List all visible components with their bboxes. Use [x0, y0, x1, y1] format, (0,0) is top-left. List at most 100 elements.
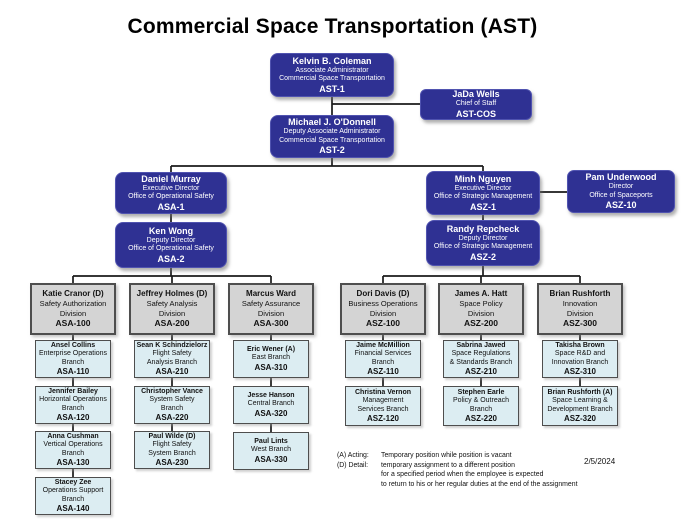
person-name: Takisha Brown — [555, 342, 605, 349]
division-name-2: Division — [467, 308, 495, 318]
org-box-asz-200: James A. Hatt Space Policy Division ASZ-… — [438, 283, 524, 335]
org-code: ASZ-220 — [464, 414, 497, 423]
branch-name-2: Analysis Branch — [146, 358, 198, 366]
branch-name: Space Learning & — [552, 397, 608, 404]
person-name: Eric Wener (A) — [246, 346, 296, 354]
person-name: Jesse Hanson — [247, 392, 295, 400]
org-code: ASZ-110 — [367, 367, 399, 376]
person-org: Office of Strategic Management — [433, 193, 533, 200]
org-box-asa-220: Christopher Vance System Safety Branch A… — [134, 386, 210, 424]
branch-name-2: Branch — [160, 404, 184, 412]
person-org: Office of Spaceports — [589, 191, 653, 199]
org-code: ASA-320 — [254, 408, 288, 418]
branch-name: Horizontal Operations — [39, 396, 107, 403]
page-title: Commercial Space Transportation (AST) — [127, 15, 538, 38]
branch-name: Flight Safety — [152, 350, 192, 357]
org-code: ASA-330 — [254, 454, 288, 464]
org-code: ASA-200 — [154, 318, 190, 329]
org-box-asz-100: Dori Davis (D) Business Operations Divis… — [340, 283, 426, 335]
person-name: Stacey Zee — [54, 479, 92, 486]
legend-detail-text-2: for a specified period when the employee… — [381, 471, 544, 479]
legend-detail-label: (D) Detail: — [337, 461, 369, 469]
org-box-ast-2: Michael J. O'Donnell Deputy Associate Ad… — [270, 115, 394, 158]
legend: (A) Acting: Temporary position while pos… — [337, 451, 578, 489]
org-box-asa-140: Stacey Zee Operations Support Branch ASA… — [35, 477, 111, 515]
org-code: AST-1 — [319, 83, 345, 94]
org-code: ASZ-210 — [464, 367, 497, 376]
division-name: Innovation — [562, 299, 598, 309]
org-box-ast-cos: JaDa Wells Chief of Staff AST-COS — [420, 89, 532, 120]
branch-name: Central Branch — [247, 400, 295, 408]
person-org: Office of Strategic Management — [433, 243, 533, 250]
division-name: Safety Authorization — [39, 299, 107, 309]
legend-acting-text: Temporary position while position is vac… — [381, 452, 512, 459]
org-code: AST-2 — [319, 145, 345, 155]
branch-name: Space R&D and — [554, 350, 606, 357]
person-name: Michael J. O'Donnell — [288, 117, 376, 127]
legend-detail-text-3: to return to his or her regular duties a… — [381, 480, 578, 488]
person-org: Commercial Space Transportation — [279, 136, 385, 144]
person-name: Brian Rushforth — [549, 288, 611, 298]
org-code: ASZ-200 — [463, 318, 498, 329]
person-title: Associate Administrator — [295, 66, 369, 74]
division-name: Safety Analysis — [146, 299, 198, 309]
org-box-asz-2: Randy Repcheck Deputy Director Office of… — [426, 220, 540, 266]
person-name: Paul Wilde (D) — [148, 433, 196, 440]
chart-date: 2/5/2024 — [584, 457, 616, 466]
branch-name: System Safety — [149, 396, 195, 403]
branch-name: Flight Safety — [152, 441, 192, 448]
person-name: Paul Lints — [254, 438, 288, 446]
branch-name: Space Regulations — [451, 350, 511, 357]
org-box-asz-10: Pam Underwood Director Office of Spacepo… — [567, 170, 675, 213]
org-box-asa-230: Paul Wilde (D) Flight Safety System Bran… — [134, 431, 210, 469]
org-box-asz-220: Stephen Earle Policy & Outreach Branch A… — [443, 386, 519, 426]
org-box-asa-100: Katie Cranor (D) Safety Authorization Di… — [30, 283, 116, 335]
org-box-asa-330: Paul Lints West Branch ASA-330 — [233, 432, 309, 470]
person-name: James A. Hatt — [454, 288, 508, 298]
division-name-2: Division — [257, 308, 285, 318]
branch-name-2: Innovation Branch — [551, 358, 609, 366]
org-code: ASA-2 — [157, 253, 185, 264]
division-name: Safety Assurance — [241, 299, 301, 309]
branch-name: Financial Services — [354, 350, 412, 357]
branch-name: Policy & Outreach — [452, 397, 510, 404]
person-name: Daniel Murray — [141, 173, 201, 184]
person-name: Christina Vernon — [354, 389, 411, 396]
person-name: Ansel Collins — [50, 342, 96, 349]
branch-name: Operations Support — [42, 487, 104, 494]
branch-name-2: Development Branch — [547, 405, 613, 413]
person-title: Deputy Director — [146, 236, 196, 244]
org-box-asz-1: Minh Nguyen Executive Director Office of… — [426, 171, 540, 215]
org-code: ASA-300 — [253, 318, 289, 329]
org-code: ASA-210 — [155, 367, 189, 376]
person-name: Brian Rushforth (A) — [547, 389, 613, 396]
legend-detail-text-1: temporary assignment to a different posi… — [381, 461, 515, 469]
branch-name-2: Branch — [371, 358, 395, 366]
org-box-asa-120: Jennifer Bailey Horizontal Operations Br… — [35, 386, 111, 424]
org-code: ASA-130 — [56, 458, 90, 467]
division-name: Business Operations — [348, 299, 418, 309]
division-name-2: Division — [158, 308, 186, 318]
person-name: JaDa Wells — [452, 89, 500, 100]
person-name: Anna Cushman — [47, 433, 99, 440]
person-name: Marcus Ward — [246, 288, 296, 298]
org-box-asa-1: Daniel Murray Executive Director Office … — [115, 172, 227, 214]
org-code: ASA-100 — [55, 318, 91, 329]
person-title: Deputy Associate Administrator — [283, 128, 381, 135]
org-code: ASZ-10 — [605, 200, 637, 210]
person-org: Office of Operational Safety — [128, 193, 214, 200]
branch-name: West Branch — [251, 446, 291, 454]
org-code: ASZ-320 — [563, 414, 596, 423]
org-code: AST-COS — [455, 108, 496, 119]
org-code: ASZ-2 — [469, 251, 496, 262]
org-box-asz-320: Brian Rushforth (A) Space Learning & Dev… — [542, 386, 618, 426]
branch-name-2: Branch — [61, 495, 85, 503]
org-box-asa-200: Jeffrey Holmes (D) Safety Analysis Divis… — [129, 283, 215, 335]
branch-name: Management — [362, 397, 404, 404]
person-name: Ken Wong — [148, 225, 194, 236]
org-box-asa-2: Ken Wong Deputy Director Office of Opera… — [115, 222, 227, 268]
legend-acting-label: (A) Acting: — [337, 452, 369, 459]
org-box-asa-130: Anna Cushman Vertical Operations Branch … — [35, 431, 111, 469]
